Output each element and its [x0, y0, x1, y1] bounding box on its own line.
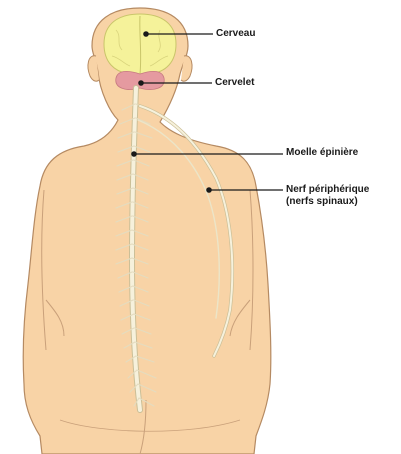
label-cervelet: Cervelet [215, 77, 254, 89]
leader-dot-cervelet [139, 81, 143, 85]
leader-dot-cerveau [144, 32, 148, 36]
leader-dot-nerf [207, 188, 211, 192]
label-nerf-line2: (nerfs spinaux) [286, 196, 369, 208]
leader-dot-moelle [132, 152, 136, 156]
label-moelle-epiniere: Moelle épinière [286, 147, 358, 159]
label-nerf-line1: Nerf périphérique [286, 184, 369, 196]
label-nerf-peripherique: Nerf périphérique (nerfs spinaux) [286, 184, 369, 208]
label-cerveau: Cerveau [216, 28, 255, 40]
